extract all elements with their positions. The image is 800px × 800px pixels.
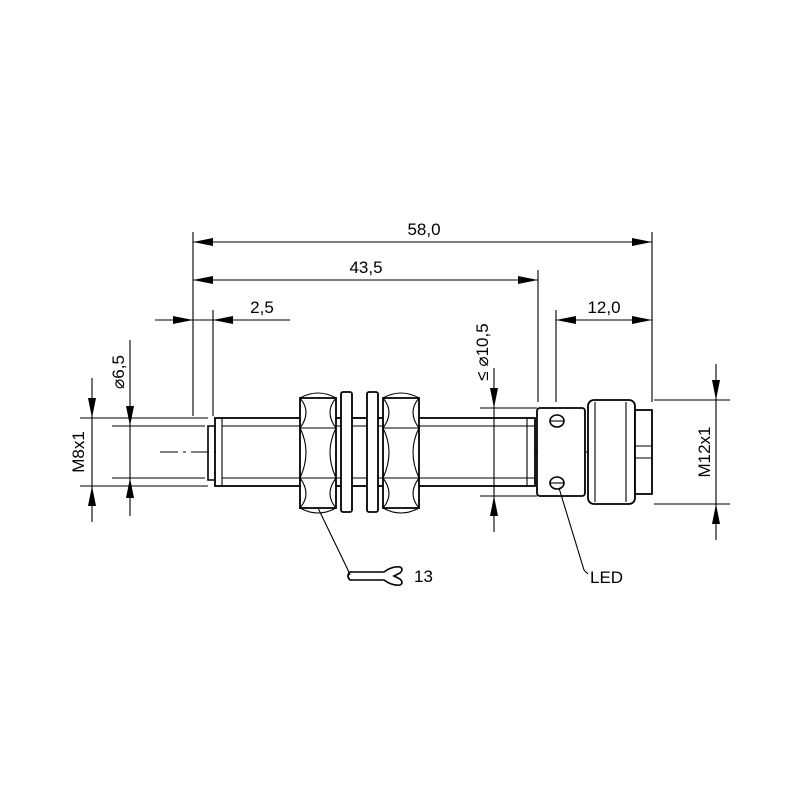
sensor-body [207,391,653,514]
led-housing [536,407,586,497]
extension-lines [80,232,730,505]
label-nut-diameter: ≤ ⌀10,5 [473,323,492,380]
label-led: LED [590,568,623,587]
label-overall-length: 58,0 [407,220,440,239]
dimension-arrow-icon [213,316,233,324]
hex-nut-right [382,392,420,514]
dim-thread-small [88,378,96,522]
dimension-arrow-icon [712,504,720,524]
dimension-arrow-icon [88,398,96,418]
label-connector-length: 12,0 [587,298,620,317]
connector [587,399,653,505]
dimension-arrow-icon [88,486,96,506]
wrench-callout [317,507,403,586]
dimension-arrow-icon [193,238,213,246]
dim-connector-length [556,316,652,324]
dimension-arrow-icon [126,478,134,498]
hex-nut-left [299,392,337,514]
dim-sensing-face [155,316,290,324]
dim-sensing-diameter [126,340,134,516]
led-callout [558,487,589,575]
dimension-arrow-icon [518,276,538,284]
label-connector-thread: M12x1 [695,426,714,477]
dimension-arrow-icon [490,496,498,516]
washer-right [366,391,379,513]
label-sensing-face: 2,5 [250,298,274,317]
dim-nut-diameter [490,368,498,532]
label-thread-small: M8x1 [69,431,88,473]
dim-connector-thread [712,364,720,540]
dimension-arrow-icon [126,406,134,426]
dimension-arrow-icon [490,388,498,408]
dimension-arrow-icon [712,380,720,400]
wrench-icon [347,566,403,586]
label-wrench-size: 13 [414,567,433,586]
label-sensing-diameter: ⌀6,5 [109,355,128,389]
dimension-arrow-icon [556,316,576,324]
washer-left [340,391,353,513]
dimension-arrow-icon [173,316,193,324]
dimension-arrow-icon [632,238,652,246]
dim-overall-length [193,238,652,246]
dimension-arrow-icon [193,276,213,284]
dim-body-length [193,276,538,284]
dimension-arrow-icon [632,316,652,324]
label-body-length: 43,5 [349,258,382,277]
sensing-tip [207,425,215,481]
